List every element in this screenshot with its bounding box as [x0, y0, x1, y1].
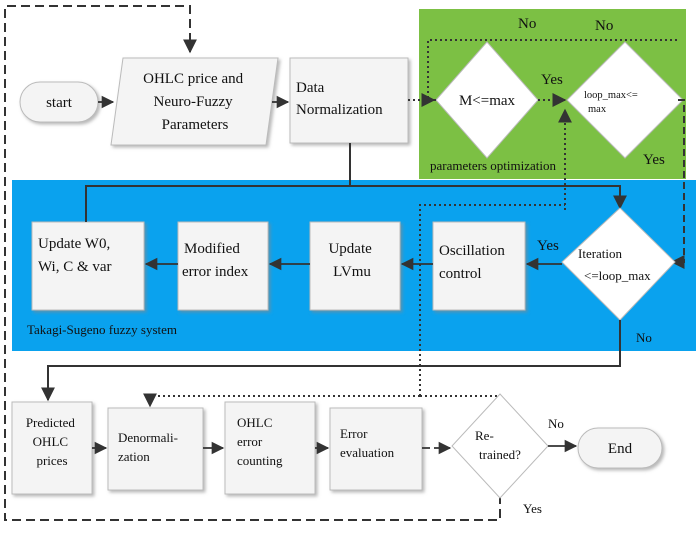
data-normalization-label: Data Normalization: [296, 80, 383, 118]
predicted-label: Predicted OHLC prices: [26, 415, 78, 468]
edge-yes-retrain: Yes: [523, 501, 542, 516]
denorm-box: [107, 407, 204, 491]
retrained-decision: [451, 393, 549, 499]
ohlc-error-box: [224, 401, 316, 495]
m-max-label: M<=max: [459, 93, 516, 109]
retrained-label: Re- trained?: [475, 428, 521, 462]
oscillation-box: [432, 221, 526, 311]
edge-no-retrain: No: [548, 416, 564, 431]
m-max-decision: [435, 41, 539, 159]
edge-no-iter: No: [636, 330, 652, 345]
end-label: End: [608, 441, 633, 457]
end-node: [577, 427, 663, 469]
modified-error-box: [177, 221, 269, 311]
data-normalization-box: [289, 57, 409, 144]
iter-no-to-predicted-line: [41, 320, 621, 402]
retrain-dotted-line: [143, 393, 420, 408]
ohlc-error-label: OHLC error counting: [237, 415, 283, 468]
loop-max-decision: [566, 41, 684, 159]
update-w-label: Update W0, Wi, C & var: [38, 236, 114, 275]
edge-yes-loop: Yes: [643, 152, 665, 168]
error-eval-label: Error evaluation: [340, 426, 395, 460]
param-optimization-label: parameters optimization: [430, 158, 556, 173]
retrain-loop-line: [4, 5, 501, 521]
fuzzy-dotted-feedback: [419, 204, 565, 396]
edge-yes-m: Yes: [541, 72, 563, 88]
ohlc-input-parallelogram: [110, 57, 279, 146]
loop-max-label: loop_max<= max: [584, 90, 640, 115]
takagi-sugeno-label: Takagi-Sugeno fuzzy system: [27, 322, 177, 337]
error-eval-box: [329, 407, 423, 491]
update-w-box: [31, 221, 145, 311]
edge-yes-iter: Yes: [537, 238, 559, 254]
update-lvmu-box: [309, 221, 401, 311]
oscillation-label: Oscillation control: [439, 243, 509, 282]
update-lvmu-label: Update LVmu: [328, 241, 375, 280]
ohlc-input-label: OHLC price and Neuro-Fuzzy Parameters: [143, 71, 247, 133]
dotted-vertical-link: [420, 395, 501, 400]
edge-no-1: No: [518, 16, 536, 32]
update-to-norm-line: [85, 185, 350, 222]
modified-error-label: Modified error index: [182, 241, 249, 280]
iteration-label: Iteration <=loop_max: [578, 246, 651, 283]
loop-yes-dashed: [670, 99, 685, 269]
edge-no-2: No: [595, 18, 613, 34]
norm-to-iteration-line: [349, 143, 627, 210]
start-label: start: [46, 95, 73, 111]
predicted-box: [11, 401, 93, 495]
denorm-label: Denormali- zation: [118, 430, 181, 464]
